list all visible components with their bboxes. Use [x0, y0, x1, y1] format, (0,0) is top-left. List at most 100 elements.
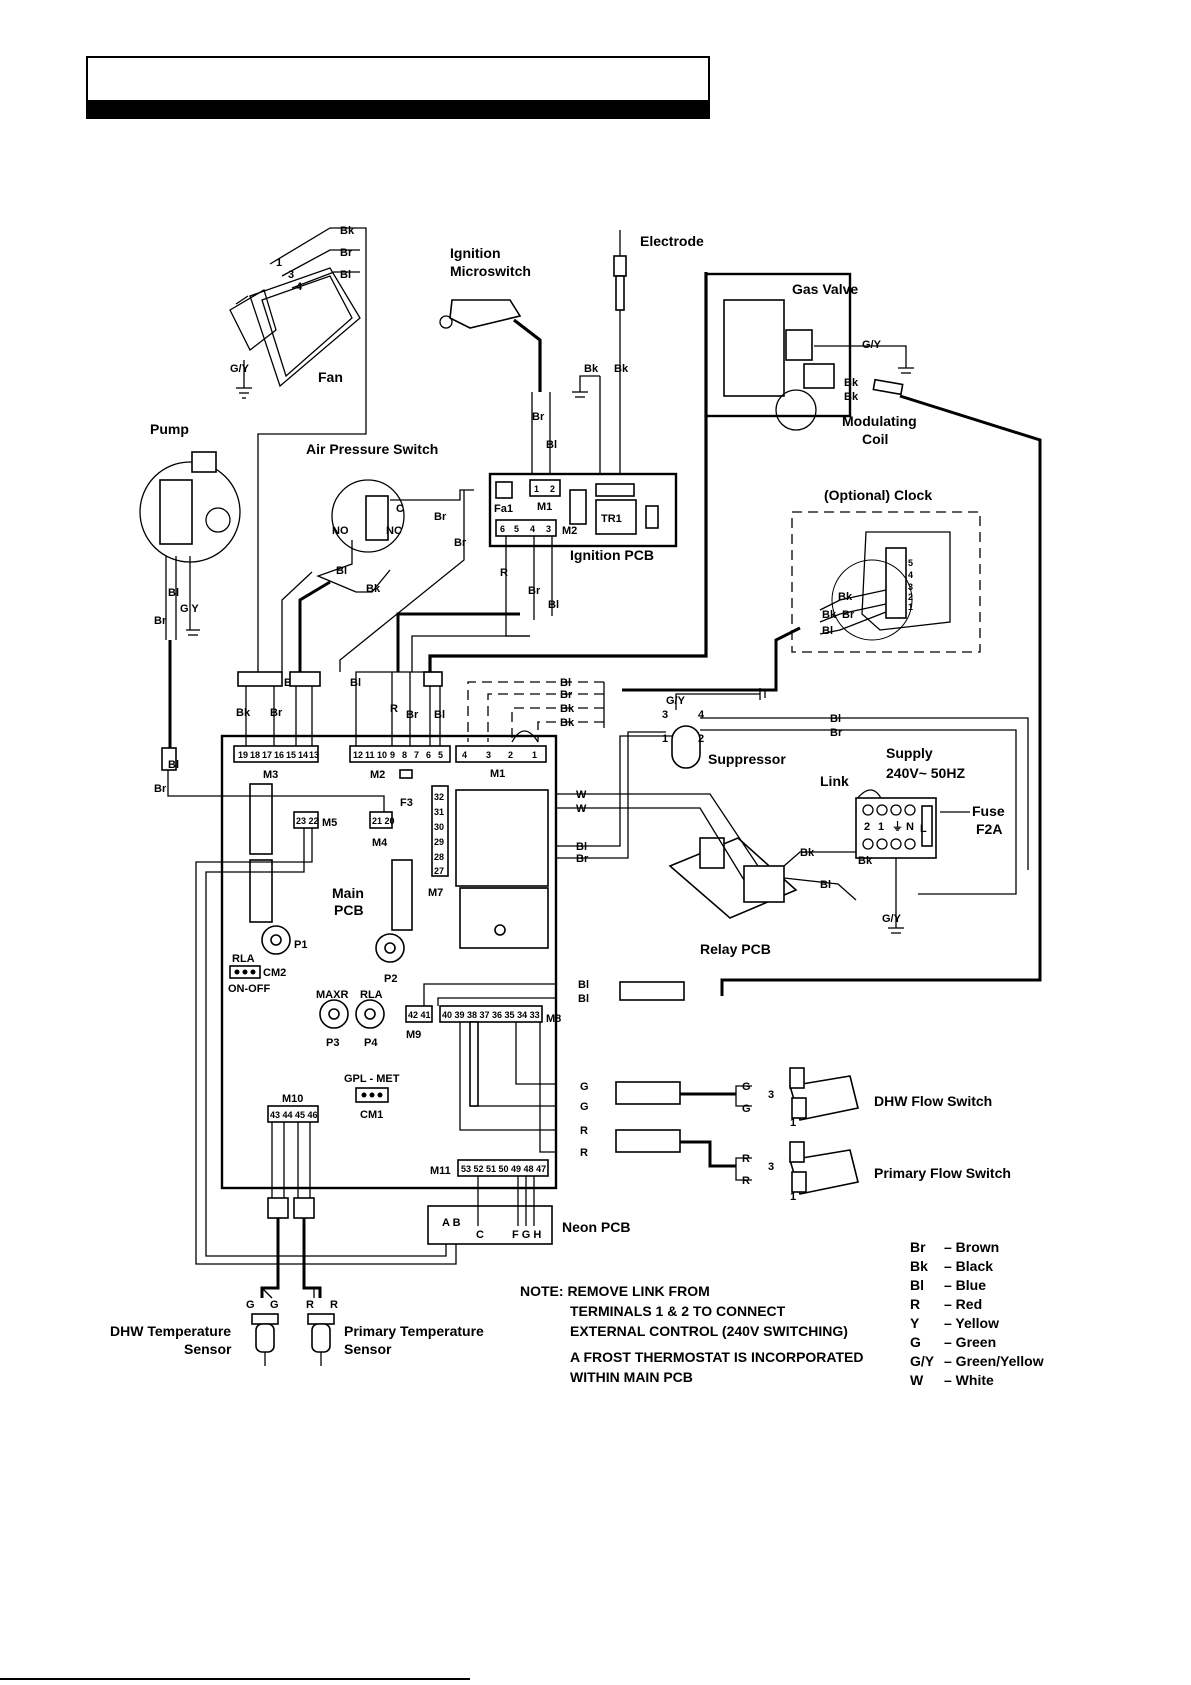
svg-text:13: 13 — [309, 750, 319, 760]
dhw-sensor-label-1: DHW Temperature — [110, 1323, 231, 1339]
svg-text:Bl: Bl — [822, 625, 833, 637]
svg-text:3: 3 — [486, 750, 491, 760]
svg-text:32: 32 — [434, 792, 444, 802]
primary-flow-switch-component — [788, 1141, 859, 1195]
p4-label: P4 — [364, 1037, 378, 1049]
svg-text:4: 4 — [530, 524, 535, 534]
tr1-transformer — [595, 499, 637, 535]
air-pressure-switch-component — [331, 479, 405, 553]
svg-text:2: 2 — [508, 750, 513, 760]
m4-terminal-block — [369, 811, 393, 829]
svg-text:6: 6 — [500, 524, 505, 534]
svg-text:2: 2 — [908, 592, 913, 602]
fa1-label: Fa1 — [494, 503, 513, 515]
m2-label: M2 — [370, 769, 385, 781]
svg-text:4: 4 — [908, 570, 913, 580]
m9-label: M9 — [406, 1029, 421, 1041]
fuse-label-2: F2A — [976, 821, 1002, 837]
svg-text:R: R — [306, 1299, 314, 1311]
svg-text:6: 6 — [426, 750, 431, 760]
neon-pcb-board — [427, 1205, 553, 1245]
svg-text:1: 1 — [662, 733, 668, 745]
svg-text:Bl: Bl — [820, 879, 831, 891]
fuse-holder — [921, 805, 933, 847]
supply-label-2: 240V~ 50HZ — [886, 765, 965, 781]
m5-label: M5 — [322, 817, 337, 829]
svg-text:9: 9 — [390, 750, 395, 760]
svg-text:G: G — [742, 1103, 751, 1115]
m7-label: M7 — [428, 887, 443, 899]
f3-label: F3 — [400, 797, 413, 809]
svg-text:Bk: Bk — [838, 591, 853, 603]
header-bar — [86, 100, 710, 119]
svg-text:Br: Br — [560, 689, 573, 701]
m4-label: M4 — [372, 837, 388, 849]
neon-pcb-label: Neon PCB — [562, 1219, 630, 1235]
modulating-coil-label-2: Coil — [862, 431, 888, 447]
note-line-5: WITHIN MAIN PCB — [570, 1369, 693, 1385]
ign-m1-label: M1 — [537, 501, 552, 513]
svg-text:3: 3 — [662, 709, 668, 721]
legend-code: Br — [910, 1239, 926, 1255]
legend-code: W — [910, 1372, 924, 1388]
svg-text:11: 11 — [365, 750, 375, 760]
on-off-label: ON-OFF — [228, 983, 270, 995]
clock-label: (Optional) Clock — [824, 487, 932, 503]
svg-text:3: 3 — [908, 582, 913, 592]
legend-desc: – White — [944, 1372, 994, 1388]
ignition-pcb-label: Ignition PCB — [570, 547, 654, 563]
air-pressure-switch-label: Air Pressure Switch — [306, 441, 438, 457]
svg-text:⏚: ⏚ — [892, 820, 903, 833]
svg-text:29: 29 — [434, 837, 444, 847]
svg-text:1: 1 — [276, 257, 282, 269]
svg-text:R: R — [390, 703, 398, 715]
m2-terminal-block: 12 11 10 9 8 7 6 5 — [349, 745, 451, 763]
legend-desc: – Blue — [944, 1277, 986, 1293]
f3-fuse — [399, 769, 413, 779]
svg-text:12: 12 — [353, 750, 363, 760]
svg-text:28: 28 — [434, 852, 444, 862]
svg-text:R: R — [580, 1125, 588, 1137]
primary-sensor-label-1: Primary Temperature — [344, 1323, 484, 1339]
svg-text:L: L — [920, 823, 927, 835]
rla-label-2: RLA — [360, 989, 383, 1001]
dhw-temperature-sensor-component — [251, 1313, 279, 1366]
svg-text:G: G — [270, 1299, 279, 1311]
svg-text:1: 1 — [908, 602, 913, 612]
no-label: NO — [332, 525, 349, 537]
svg-text:Br: Br — [830, 727, 843, 739]
primary-flow-switch-label: Primary Flow Switch — [874, 1165, 1011, 1181]
svg-text:3: 3 — [768, 1089, 774, 1101]
svg-text:1: 1 — [878, 821, 884, 833]
svg-text:Bk: Bk — [822, 609, 837, 621]
m2-ign-block — [495, 519, 557, 537]
svg-text:31: 31 — [434, 807, 444, 817]
m11-label: M11 — [430, 1165, 451, 1177]
svg-text:Bk: Bk — [584, 363, 599, 375]
m11-terminal-block — [457, 1159, 549, 1177]
legend-code: R — [910, 1296, 920, 1312]
svg-text:3: 3 — [288, 269, 294, 281]
legend-desc: – Green/Yellow — [944, 1353, 1044, 1369]
dhw-sensor-label-2: Sensor — [184, 1341, 232, 1357]
cm1-label: CM1 — [360, 1109, 383, 1121]
clock-dashed-boundary — [791, 511, 981, 653]
fuse-label-1: Fuse — [972, 803, 1005, 819]
modulating-coil-label-1: Modulating — [842, 413, 917, 429]
svg-text:Bk: Bk — [366, 583, 381, 595]
svg-text:R: R — [330, 1299, 338, 1311]
legend-code: G/Y — [910, 1353, 935, 1369]
svg-text:1: 1 — [532, 750, 537, 760]
m10-terminal-block — [267, 1105, 319, 1123]
svg-text:1: 1 — [790, 1191, 796, 1203]
p3-label: P3 — [326, 1037, 339, 1049]
svg-text:4: 4 — [296, 281, 303, 293]
legend-desc: – Yellow — [944, 1315, 999, 1331]
svg-text:Bk: Bk — [236, 707, 251, 719]
legend-desc: – Red — [944, 1296, 982, 1312]
svg-text:Br: Br — [528, 585, 541, 597]
svg-text:Br: Br — [576, 853, 589, 865]
svg-text:Bl: Bl — [168, 587, 179, 599]
svg-text:Bl: Bl — [560, 677, 571, 689]
svg-text:2: 2 — [550, 484, 555, 494]
